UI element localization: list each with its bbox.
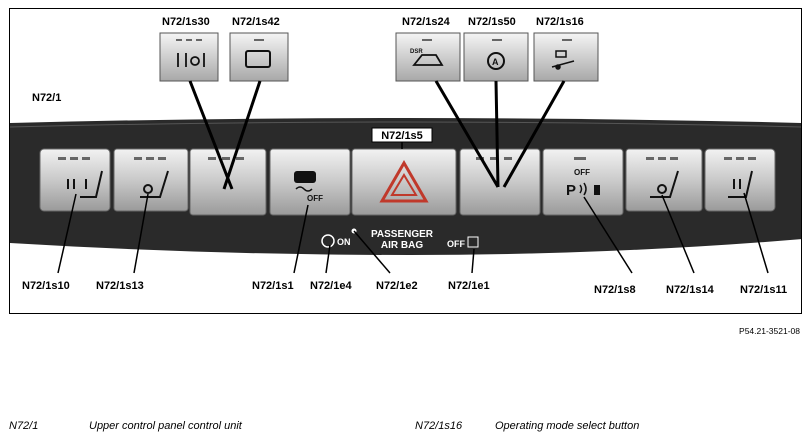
hazard-triangle-icon [379, 160, 429, 203]
label-n72-1s50: N72/1s50 [468, 16, 516, 28]
airbag-off-icon [467, 236, 479, 248]
dsr-icon: DSR [410, 49, 444, 66]
label-n72-1s11: N72/1s11 [740, 284, 787, 296]
label-n72-1s13: N72/1s13 [96, 280, 144, 292]
parktronic-icon: OFF P [566, 168, 600, 199]
label-n72-1e4: N72/1e4 [310, 280, 352, 292]
passenger-airbag-indicator: PASSENGER AIR BAG ON OFF [321, 228, 479, 251]
parktronic-off-text: OFF [574, 168, 590, 177]
label-n72-1e2: N72/1e2 [376, 280, 418, 292]
label-n72-1s24: N72/1s24 [402, 16, 451, 28]
seat-vent-left-button [113, 148, 189, 212]
svg-text:A: A [492, 57, 499, 67]
hazard-button [351, 148, 457, 216]
air-bag-text: AIR BAG [381, 240, 423, 251]
label-n72-1s14: N72/1s14 [666, 284, 715, 296]
figure-id: P54.21-3521-08 [739, 326, 800, 336]
seat-heat-left-icon [67, 170, 103, 198]
label-n72-1s1: N72/1s1 [252, 280, 294, 292]
airbag-on-text: ON [337, 237, 351, 247]
button-row [39, 148, 776, 216]
airbag-off-text: OFF [447, 239, 465, 249]
label-n72-1s30: N72/1s30 [162, 16, 210, 28]
svg-text:DSR: DSR [410, 49, 423, 55]
seat-vent-left-icon [140, 170, 169, 198]
label-n72-1: N72/1 [32, 92, 61, 104]
label-n72-1s16: N72/1s16 [536, 16, 584, 28]
airbag-on-icon [321, 234, 335, 248]
passenger-airbag-text: PASSENGER [371, 229, 434, 240]
label-n72-1e1: N72/1e1 [448, 280, 490, 292]
blank-button-right [459, 148, 541, 216]
operating-mode-icon [551, 50, 575, 70]
label-n72-1s10: N72/1s10 [22, 280, 70, 292]
seat-heat-right-icon [728, 170, 753, 198]
esp-off-text: OFF [307, 194, 323, 203]
esp-off-icon: OFF [294, 171, 323, 203]
label-n72-1s42: N72/1s42 [232, 16, 280, 28]
legend-desc-2: Operating mode select button [495, 420, 640, 432]
eco-start-stop-icon: A [487, 52, 505, 70]
svg-text:P: P [566, 182, 576, 199]
rear-blind-icon [245, 50, 271, 68]
label-n72-1s8: N72/1s8 [594, 284, 636, 296]
defrost-fan-icon [177, 53, 205, 67]
seat-vent-right-icon [650, 170, 679, 198]
top-buttons [159, 32, 599, 82]
parktronic-button [542, 148, 624, 216]
diagram-figure: OFF OFF P PASSENGER AIR BAG ON OFF [9, 8, 802, 314]
seat-vent-right-button [625, 148, 703, 212]
legend-desc-1: Upper control panel control unit [89, 420, 242, 432]
label-n72-1s5: N72/1s5 [381, 130, 423, 142]
legend-code-1: N72/1 [9, 420, 39, 432]
legend-code-2: N72/1s16 [415, 420, 463, 432]
